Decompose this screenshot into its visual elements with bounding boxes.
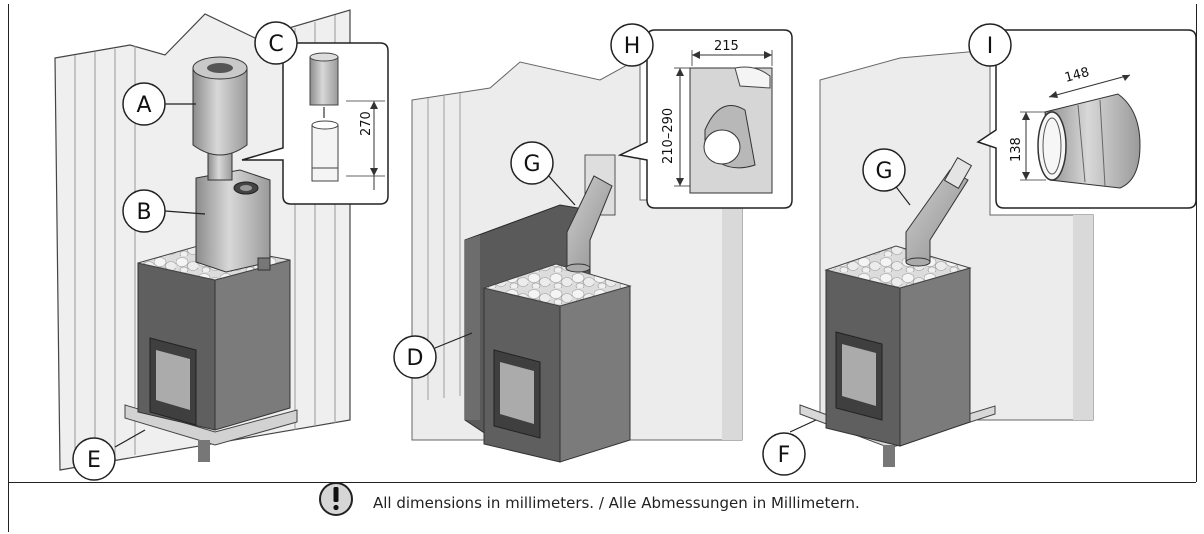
chimney-a [192,67,248,156]
callout-f: F [762,432,806,476]
callout-h: H [610,23,654,67]
dimension-h-width: 215 [714,39,739,54]
panel-1 [54,9,389,471]
svg-text:A: A [136,93,151,118]
dimension-i-length: 148 [1063,65,1091,86]
base-foot-f [883,445,895,467]
svg-text:D: D [407,346,424,371]
callout-g-1: G [510,141,554,185]
frame-right-border [1196,4,1197,482]
svg-text:H: H [624,34,641,59]
dimension-c-height: 270 [359,111,374,136]
dimensions-note: All dimensions in millimeters. / Alle Ab… [373,494,860,512]
callout-c: C [254,21,298,65]
frame-left-border [8,4,9,532]
callout-d: D [393,335,437,379]
callout-a: A [122,82,166,126]
callout-i: I [968,23,1012,67]
exclamation-icon [319,482,353,516]
svg-text:I: I [987,34,994,59]
panel-3 [799,29,1197,467]
svg-text:F: F [778,443,791,468]
dimension-i-diameter: 138 [1009,137,1024,162]
frame-bottom-border [8,482,1196,483]
svg-text:G: G [875,159,892,184]
callout-b: B [122,189,166,233]
panel-2 [411,29,793,463]
callout-g-2: G [862,148,906,192]
stove-base-e [124,404,298,446]
svg-text:B: B [136,200,151,225]
base-foot [198,440,210,462]
svg-text:C: C [268,32,283,57]
dimension-h-height: 210–290 [661,108,676,164]
svg-text:E: E [87,448,101,473]
callout-e: E [72,437,116,481]
svg-text:G: G [523,152,540,177]
water-tank-b [195,169,271,273]
